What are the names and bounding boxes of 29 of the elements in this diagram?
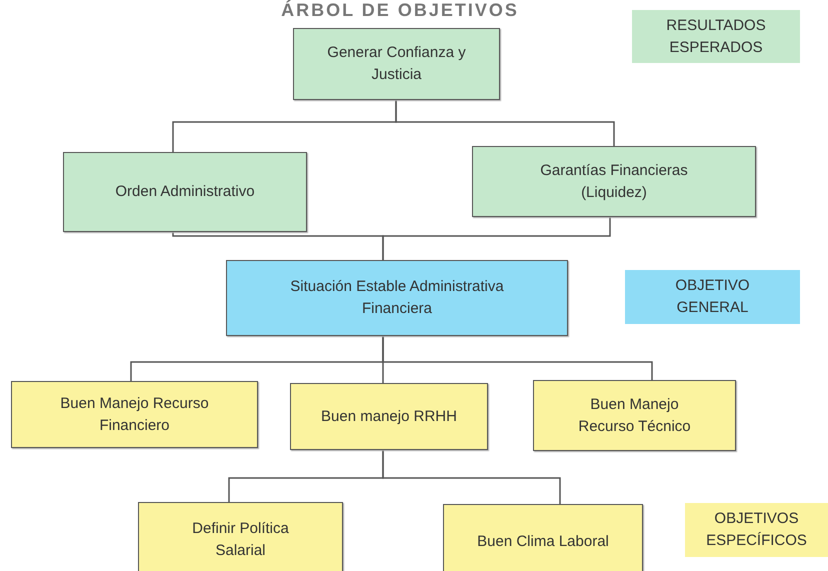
category-tag — [685, 503, 828, 557]
box-text: OBJETIVO GENERAL — [674, 276, 751, 318]
objective-box — [443, 504, 643, 571]
box-text: Buen Manejo Recurso Técnico — [577, 394, 692, 436]
category-tag — [632, 10, 800, 63]
objective-box — [63, 152, 307, 232]
connector-line — [382, 450, 561, 504]
objective-box — [290, 383, 488, 450]
connector-line — [382, 217, 611, 260]
box-text: Orden Administrativo — [115, 182, 255, 202]
box-text: Situación Estable Administrativa Financiera — [289, 277, 505, 319]
box-text: Buen Clima Laboral — [477, 532, 609, 552]
title: ÁRBOL DE OBJETIVOS — [280, 0, 520, 21]
box-text: RESULTADOS ESPERADOS — [665, 16, 767, 58]
objective-box — [293, 28, 500, 100]
objective-box — [11, 381, 258, 448]
box-text: OBJETIVOS ESPECÍFICOS — [705, 509, 808, 551]
box-text: Garantías Financieras (Liquidez) — [539, 160, 689, 202]
objective-box — [226, 260, 568, 336]
box-text: Generar Confianza y Justicia — [326, 43, 467, 85]
connector-line — [382, 336, 653, 380]
box-text: Buen Manejo Recurso Financiero — [59, 394, 210, 436]
box-text: Buen manejo RRHH — [321, 406, 457, 427]
connector-line — [395, 100, 615, 146]
objective-box — [138, 502, 343, 571]
box-text: Definir Política Salarial — [191, 518, 290, 560]
objective-box — [472, 146, 756, 217]
objective-box — [533, 380, 736, 451]
category-tag — [625, 270, 800, 324]
